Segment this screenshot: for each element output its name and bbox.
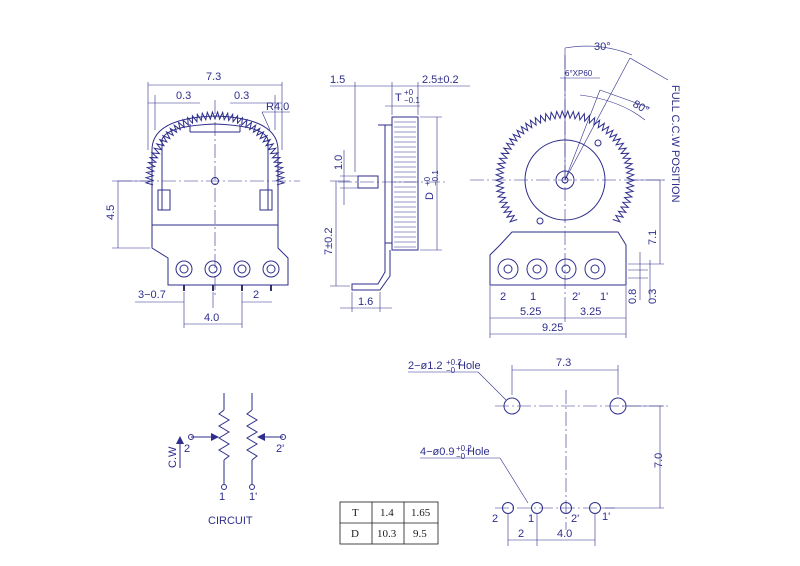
pcb-spacing-label: 2 — [518, 528, 524, 540]
circuit-left-wiper-label: 2 — [184, 443, 190, 455]
rear-angle-side-label: 80° — [631, 98, 651, 117]
table-cell: 1.65 — [411, 507, 431, 519]
rear-dim-d-label: 0.3 — [647, 289, 659, 304]
pcb-pin-hole-tol: +0.2−0 — [456, 444, 472, 461]
side-diameter-label: D — [424, 192, 436, 200]
side-height-label: 7±0.2 — [323, 228, 335, 255]
rear-total-label: 9.25 — [542, 322, 563, 334]
pcb-hole-layout: 7.3 2−ø1.2 +0.2−0 Hole 4−ø0.9 +0.2−0 Hol… — [408, 357, 668, 546]
pcb-pin-label: 1' — [602, 511, 610, 523]
circuit-diagram: 2 2' 1 1' C.W CIRCUIT — [167, 393, 286, 527]
side-thickness-tol-up: +0 — [404, 88, 414, 97]
left-wiper-terminal — [188, 434, 194, 440]
pcb-pin-label: 2' — [571, 513, 579, 525]
right-end-terminal — [249, 484, 255, 490]
pcb-pin-hole — [531, 502, 543, 514]
side-wheel-hub — [384, 124, 393, 244]
rear-angle-top-label: 30° — [594, 41, 611, 53]
rear-pin-dot — [536, 217, 544, 225]
front-radius-label: R4.0 — [266, 101, 289, 113]
right-wiper-terminal — [280, 434, 286, 440]
front-view: 7.3 0.3 0.3 R4.0 4.5 3−0.7 2 4.0 — [105, 71, 300, 328]
rear-view: 2 1 2' 1' 30° 6°XP60 80° FULL C.C.W POSI… — [470, 41, 681, 338]
table-row-key: T — [352, 507, 359, 519]
side-foot-label: 1.6 — [358, 296, 373, 308]
rear-height-label: 7.1 — [647, 230, 659, 245]
circuit-title: CIRCUIT — [208, 515, 253, 527]
front-left-offset-label: 0.3 — [176, 90, 191, 102]
pcb-mount-hole-suffix: Hole — [458, 360, 481, 372]
dimension-table: T 1.4 1.65 D 10.3 9.5 — [339, 501, 439, 545]
front-left-clip — [157, 189, 171, 211]
pcb-mount-hole — [503, 397, 521, 415]
side-shaft-dia-label: 1.0 — [333, 155, 345, 170]
front-housing-arc — [151, 115, 279, 225]
left-resistor — [218, 409, 230, 461]
front-right-clip — [259, 189, 273, 211]
rear-base-block — [489, 231, 627, 286]
pcb-pin-hole — [589, 502, 601, 514]
pcb-pin-hole-suffix: Hole — [467, 446, 490, 458]
front-pin-spacing-label: 2 — [253, 289, 259, 301]
rear-pin-label: 1 — [530, 291, 536, 303]
front-base-block — [151, 224, 289, 286]
side-wheel-knurl — [394, 121, 416, 248]
pcb-pin-hole-label: 4−ø0.9 — [420, 446, 455, 458]
circuit-right-wiper-label: 2' — [276, 443, 284, 455]
side-terminal — [351, 124, 391, 291]
right-resistor — [246, 409, 258, 461]
rear-pin-holes — [497, 258, 606, 280]
table-cell: 9.5 — [413, 528, 427, 540]
rear-pin-dot — [594, 139, 602, 147]
circuit-right-end-label: 1' — [249, 491, 257, 503]
side-thickness-label: T — [395, 92, 402, 104]
pcb-pin-label: 2 — [492, 513, 498, 525]
pcb-width-label: 7.3 — [556, 357, 571, 369]
side-diameter-tol: +0−0.1 — [423, 170, 440, 186]
pcb-pin-hole — [560, 502, 572, 514]
pcb-mount-hole-tol: +0.2−0 — [446, 358, 462, 375]
pcb-height-label: 7.0 — [653, 453, 665, 468]
rear-pin-label: 1' — [600, 291, 608, 303]
rear-hole-label: 6°XP60 — [565, 69, 593, 78]
front-span-label: 4.0 — [204, 312, 219, 324]
front-width-label: 7.3 — [206, 71, 221, 83]
pcb-pin-label: 1 — [528, 513, 534, 525]
side-view: 1.5 2.5±0.2 T +0 −0.1 1.0 7±0.2 D +0−0.1… — [323, 74, 470, 312]
side-depth-label: 2.5±0.2 — [422, 74, 459, 86]
pcb-pin-hole — [502, 502, 514, 514]
front-right-offset-label: 0.3 — [234, 90, 249, 102]
front-height-label: 4.5 — [105, 205, 117, 220]
front-pin-pitch-label: 3−0.7 — [138, 289, 166, 301]
rear-dim-b-label: 3.25 — [580, 306, 601, 318]
left-end-terminal — [221, 484, 227, 490]
table-row-key: D — [351, 528, 359, 540]
circuit-cw-label: C.W — [167, 446, 179, 468]
rear-position-note: FULL C.C.W POSITION — [669, 85, 681, 203]
rear-pin-label: 2 — [500, 291, 506, 303]
side-shaft-length-label: 1.5 — [330, 74, 345, 86]
pcb-span-label: 4.0 — [557, 528, 572, 540]
rear-dim-a-label: 5.25 — [520, 306, 541, 318]
table-cell: 10.3 — [377, 528, 397, 540]
pcb-mount-hole-label: 2−ø1.2 — [408, 360, 443, 372]
side-thickness-tol-down: −0.1 — [404, 96, 420, 105]
rear-pin-label: 2' — [572, 291, 580, 303]
rear-dim-c-label: 0.8 — [627, 289, 639, 304]
circuit-left-end-label: 1 — [219, 491, 225, 503]
table-cell: 1.4 — [380, 507, 394, 519]
front-pin-holes — [175, 260, 280, 278]
